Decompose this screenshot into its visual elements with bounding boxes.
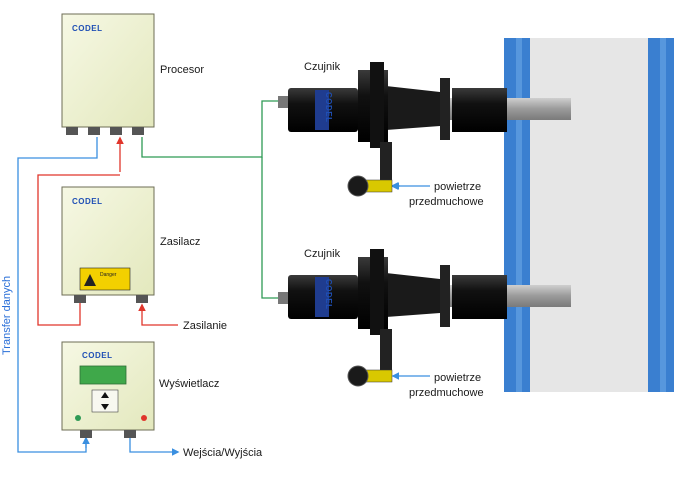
purge-air-top-line2: przedmuchowe xyxy=(409,196,484,208)
sensor-bottom-label: Czujnik xyxy=(304,248,341,260)
svg-text:Danger: Danger xyxy=(100,272,117,278)
display-unit: CODEL xyxy=(61,341,155,438)
power-supply-brand: CODEL xyxy=(72,197,103,206)
processor-brand: CODEL xyxy=(72,24,103,33)
data-transfer-label: Transfer danych xyxy=(1,276,13,355)
processor-unit: CODEL xyxy=(61,13,155,135)
power-input-label: Zasilanie xyxy=(183,320,227,332)
io-label: Wejścia/Wyjścia xyxy=(183,447,263,459)
display-label: Wyświetlacz xyxy=(159,378,219,390)
purge-air-bottom-line2: przedmuchowe xyxy=(409,387,484,399)
sensor-line xyxy=(141,100,288,299)
purge-air-bottom-line1: powietrze xyxy=(434,372,481,384)
svg-text:CODEL: CODEL xyxy=(324,279,333,310)
display-brand: CODEL xyxy=(82,351,113,360)
svg-text:CODEL: CODEL xyxy=(324,92,333,123)
status-led-red xyxy=(141,415,147,421)
keypad xyxy=(91,389,119,413)
warning-label: Danger xyxy=(79,267,131,291)
sensor-bottom: CODEL xyxy=(278,249,571,387)
data-transfer-line xyxy=(17,137,430,456)
power-line xyxy=(37,136,178,326)
display-screen xyxy=(79,365,127,385)
sensor-top: CODEL xyxy=(278,62,571,197)
purge-air-top-line1: powietrze xyxy=(434,181,481,193)
status-led-green xyxy=(75,415,81,421)
sensor-top-label: Czujnik xyxy=(304,61,341,73)
processor-label: Procesor xyxy=(160,64,204,76)
power-supply-label: Zasilacz xyxy=(160,236,200,248)
power-supply-unit: CODEL Danger xyxy=(61,186,155,303)
stack-duct xyxy=(504,38,674,392)
